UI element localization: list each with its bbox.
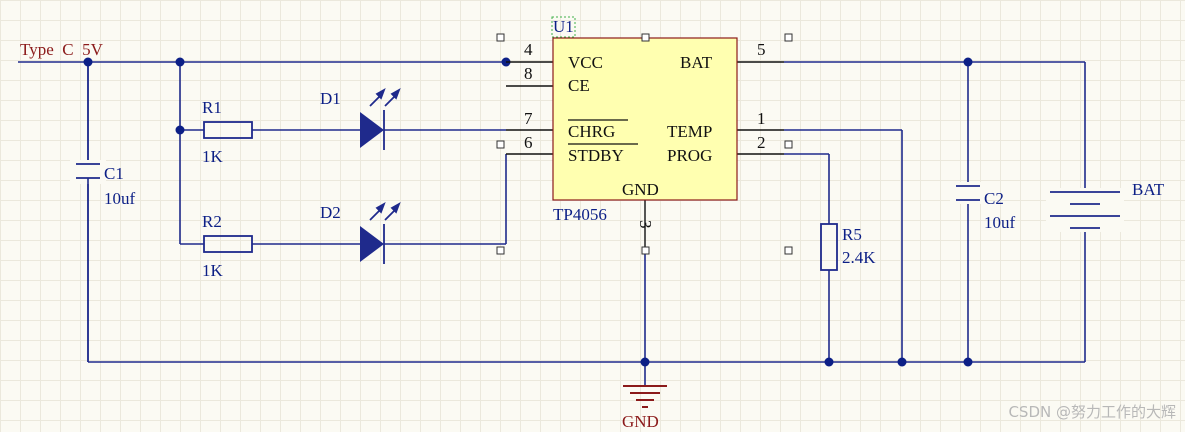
pin-number-vcc: 4 (524, 40, 533, 59)
pin-name-stdby: STDBY (568, 146, 624, 165)
ground-symbol[interactable]: GND (622, 385, 667, 431)
junction-dot (175, 125, 185, 135)
led-d2[interactable]: D2 (320, 201, 401, 264)
designator-box (551, 16, 576, 38)
r5-value: 2.4K (842, 248, 876, 267)
pin-number-gnd: 3 (636, 220, 655, 229)
junction-dot (963, 57, 973, 67)
watermark: CSDN @努力工作的大辉 (1008, 403, 1176, 421)
light-emission-icon (369, 87, 401, 107)
ic-part-number: TP4056 (553, 205, 607, 224)
pin-name-gnd: GND (622, 180, 659, 199)
selection-handles (496, 33, 793, 255)
r1-designator: R1 (202, 98, 222, 117)
resistor-r2[interactable]: R2 1K (202, 212, 253, 280)
pin-number-temp: 1 (757, 109, 766, 128)
pin-name-vcc: VCC (568, 53, 603, 72)
c2-designator: C2 (984, 189, 1004, 208)
pin-name-temp: TEMP (667, 122, 712, 141)
r2-value: 1K (202, 261, 224, 280)
pin-number-bat: 5 (757, 40, 766, 59)
r1-value: 1K (202, 147, 224, 166)
pin-name-chrg: CHRG (568, 122, 615, 141)
ic-body (552, 37, 738, 201)
junction-dot (83, 57, 93, 67)
junction-dot (897, 357, 907, 367)
junction-dot (824, 357, 834, 367)
pin-name-ce: CE (568, 76, 590, 95)
pin-number-stdby: 6 (524, 133, 533, 152)
wires (18, 61, 1086, 386)
resistor-r1[interactable]: R1 1K (202, 98, 253, 166)
light-emission-icon (369, 201, 401, 221)
pin-name-prog: PROG (667, 146, 712, 165)
c2-value: 10uf (984, 213, 1016, 232)
led-d1[interactable]: D1 (320, 87, 401, 150)
pin-number-ce: 8 (524, 64, 533, 83)
d2-designator: D2 (320, 203, 341, 222)
pin-name-bat: BAT (680, 53, 713, 72)
r5-designator: R5 (842, 225, 862, 244)
resistor-r5[interactable]: R5 2.4K (820, 223, 876, 271)
battery-bat[interactable]: BAT (1046, 180, 1165, 232)
capacitor-c2[interactable]: C2 10uf (950, 182, 1016, 232)
ground-net-label: GND (622, 412, 659, 431)
power-net-label[interactable]: Type C 5V (20, 40, 104, 59)
ic-designator: U1 (553, 17, 574, 36)
r2-designator: R2 (202, 212, 222, 231)
d1-designator: D1 (320, 89, 341, 108)
capacitor-c1[interactable]: C1 10uf (70, 160, 136, 362)
junction-dot (963, 357, 973, 367)
junction-dot (175, 57, 185, 67)
pin-number-chrg: 7 (524, 109, 533, 128)
pin-number-prog: 2 (757, 133, 766, 152)
c1-designator: C1 (104, 164, 124, 183)
ic-u1[interactable]: U1 TP4056 VCC CE CHRG STDBY BAT TEMP PRO… (496, 16, 793, 255)
junction-dot (640, 357, 650, 367)
junctions (83, 57, 973, 367)
battery-designator: BAT (1132, 180, 1165, 199)
c1-value: 10uf (104, 189, 136, 208)
